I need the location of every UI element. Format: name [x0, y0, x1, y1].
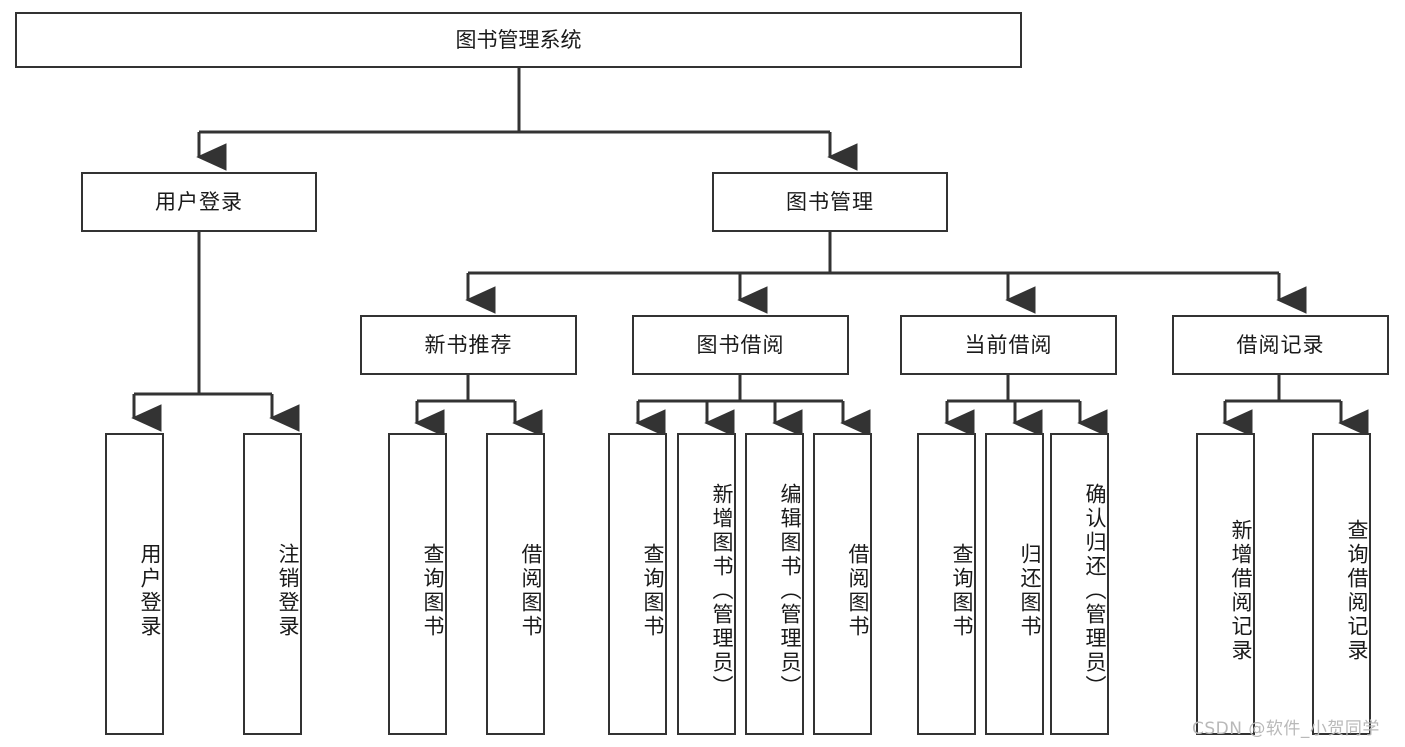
node-book-borrow[interactable]: 图书借阅 [632, 315, 849, 375]
leaf-new-book-query[interactable]: 查询图书 [388, 433, 447, 735]
node-current-borrow[interactable]: 当前借阅 [900, 315, 1117, 375]
leaf-book-borrow-add[interactable]: 新增图书（管理员） [677, 433, 736, 735]
leaf-book-borrow-query[interactable]: 查询图书 [608, 433, 667, 735]
leaf-book-borrow-edit[interactable]: 编辑图书（管理员） [745, 433, 804, 735]
leaf-current-borrow-return[interactable]: 归还图书 [985, 433, 1044, 735]
leaf-current-borrow-confirm-return[interactable]: 确认归还（管理员） [1050, 433, 1109, 735]
node-root-system[interactable]: 图书管理系统 [15, 12, 1022, 68]
leaf-borrow-record-add[interactable]: 新增借阅记录 [1196, 433, 1255, 735]
node-book-management[interactable]: 图书管理 [712, 172, 948, 232]
leaf-borrow-record-query[interactable]: 查询借阅记录 [1312, 433, 1371, 735]
node-borrow-record[interactable]: 借阅记录 [1172, 315, 1389, 375]
leaf-user-login-login[interactable]: 用户登录 [105, 433, 164, 735]
leaf-new-book-borrow[interactable]: 借阅图书 [486, 433, 545, 735]
leaf-current-borrow-query[interactable]: 查询图书 [917, 433, 976, 735]
node-user-login[interactable]: 用户登录 [81, 172, 317, 232]
leaf-book-borrow-borrow[interactable]: 借阅图书 [813, 433, 872, 735]
leaf-user-login-logout[interactable]: 注销登录 [243, 433, 302, 735]
node-new-book-recommend[interactable]: 新书推荐 [360, 315, 577, 375]
csdn-watermark: CSDN @软件_小贺同学 [1192, 719, 1380, 739]
